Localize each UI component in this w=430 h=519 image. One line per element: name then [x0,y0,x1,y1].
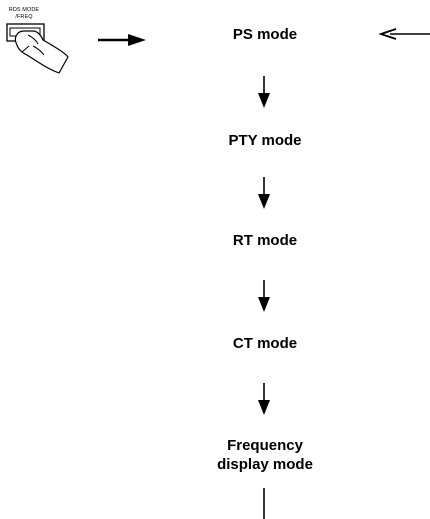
mode-label-ps: PS mode [232,26,298,43]
hand-pressing-button-icon [6,23,69,74]
rt-to-ct-arrow [258,280,270,312]
mode-label-frequency-line2: display mode [217,456,313,473]
mode-label-pty: PTY mode [228,132,302,149]
mode-label-rt: RT mode [232,232,298,249]
ct-to-frequency-arrow [258,383,270,415]
button-caption-line1: RDS MODE [8,7,40,13]
button-to-ps-arrow [98,34,146,46]
return-to-ps-arrow [378,28,430,40]
mode-label-frequency-line1: Frequency [227,437,303,454]
pty-to-rt-arrow [258,177,270,209]
mode-label-ct: CT mode [232,335,298,352]
button-caption-line2: /FREQ [15,14,33,20]
ps-to-pty-arrow [258,76,270,108]
